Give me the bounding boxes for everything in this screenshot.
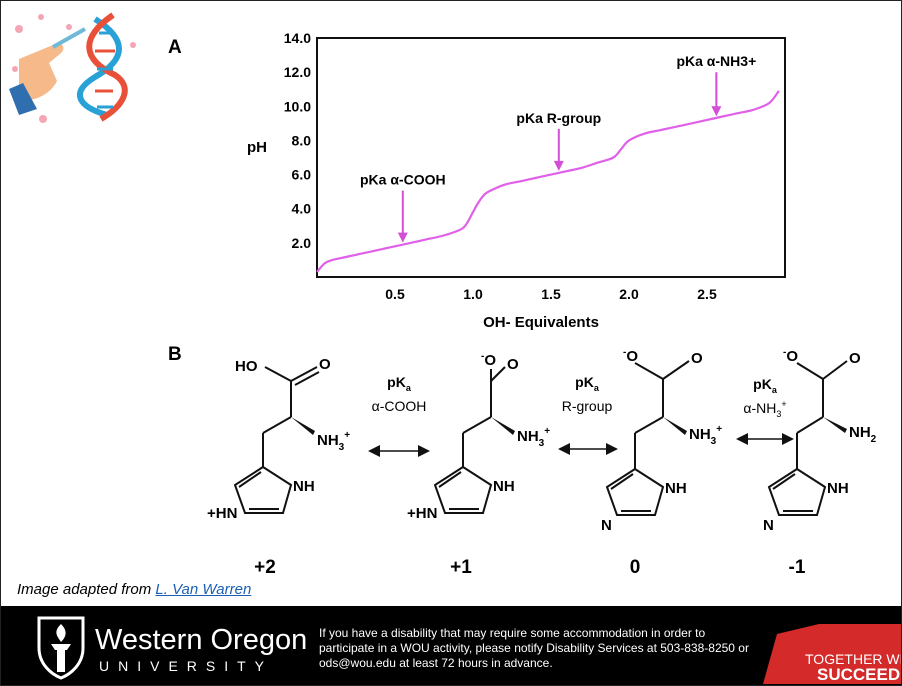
atom-o: O xyxy=(319,356,331,373)
y-tick-label-6: 14.0 xyxy=(284,30,311,46)
atom-hn-plus: +HN xyxy=(207,505,237,522)
atom-nh3: NH3+ xyxy=(317,430,350,453)
atom-n: N xyxy=(763,517,774,534)
tagline-line-1: TOGETHER WE xyxy=(805,651,902,667)
tagline-banner: TOGETHER WE SUCCEED xyxy=(763,624,902,684)
x-tick-label-2: 1.5 xyxy=(541,286,561,302)
annotation-arrowhead-1 xyxy=(553,160,564,171)
y-tick-label-0: 2.0 xyxy=(292,235,312,251)
x-tick-label-3: 2.0 xyxy=(619,286,639,302)
atom-nh: NH xyxy=(665,480,687,497)
credit-prefix: Image adapted from xyxy=(17,581,156,598)
atom-o-minus: -O xyxy=(623,347,638,365)
torch-logo-icon xyxy=(37,616,85,680)
charge-minus-1: -1 xyxy=(789,557,806,578)
equilibrium-2: pKa R-group xyxy=(558,374,618,455)
titration-curve xyxy=(316,90,780,273)
molecule-zero: -O O NH3+ NH N 0 xyxy=(601,347,722,578)
eq2-line2: R-group xyxy=(562,398,613,414)
atom-nh3: NH3+ xyxy=(689,424,722,447)
annotation-arrowhead-2 xyxy=(711,106,722,117)
atom-nh: NH xyxy=(827,480,849,497)
annotation-label-0: pKa α-COOH xyxy=(360,172,446,188)
atom-nh: NH xyxy=(293,478,315,495)
disability-notice: If you have a disability that may requir… xyxy=(319,626,749,670)
molecule-plus-1: -O O NH3+ NH +HN +1 xyxy=(407,351,550,578)
x-axis-label: OH- Equivalents xyxy=(483,314,599,331)
x-tick-label-1: 1.0 xyxy=(463,286,483,302)
eq1-line2: α-COOH xyxy=(372,398,427,414)
x-tick-label-4: 2.5 xyxy=(697,286,717,302)
annotation-arrowhead-0 xyxy=(397,232,408,243)
footer: Western Oregon UNIVERSITY If you have a … xyxy=(1,606,902,685)
plot-frame xyxy=(316,37,786,278)
charge-plus-2: +2 xyxy=(254,557,276,578)
y-tick-label-2: 6.0 xyxy=(292,167,312,183)
charge-zero: 0 xyxy=(630,557,641,578)
dna-hand-illustration xyxy=(9,12,136,123)
eq3-line2: α-NH3+ xyxy=(743,399,786,419)
atom-n: N xyxy=(601,517,612,534)
brand-sub: UNIVERSITY xyxy=(99,658,274,674)
eq1-line1: pKa xyxy=(387,374,412,393)
tagline-line-2: SUCCEED xyxy=(817,665,900,684)
annotation-label-2: pKa α-NH3+ xyxy=(676,53,756,69)
y-axis-label: pH xyxy=(247,139,267,156)
equilibrium-3: pKa α-NH3+ xyxy=(736,376,794,445)
atom-nh: NH xyxy=(493,478,515,495)
y-tick-label-3: 8.0 xyxy=(292,132,312,148)
atom-o-minus: -O xyxy=(481,351,496,369)
y-tick-label-1: 4.0 xyxy=(292,201,312,217)
brand-name: Western Oregon xyxy=(95,624,308,656)
atom-nh2: NH2 xyxy=(849,424,877,445)
molecule-plus-2: HO O NH3+ NH +HN +2 xyxy=(207,356,350,578)
y-tick-label-5: 12.0 xyxy=(284,64,311,80)
eq3-line1: pKa xyxy=(753,376,778,395)
molecule-minus-1: -O O NH2 NH N -1 xyxy=(763,347,877,578)
credit-link[interactable]: L. Van Warren xyxy=(155,581,252,598)
y-tick-label-4: 10.0 xyxy=(284,98,311,114)
annotation-label-1: pKa R-group xyxy=(516,110,601,126)
atom-o: O xyxy=(507,356,519,373)
atom-o: O xyxy=(691,350,703,367)
panel-b-label: B xyxy=(168,344,182,365)
atom-nh3: NH3+ xyxy=(517,426,550,449)
atom-ho: HO xyxy=(235,358,258,375)
atom-hn-plus: +HN xyxy=(407,505,437,522)
atom-o: O xyxy=(849,350,861,367)
titration-chart: pH OH- Equivalents 2.0 4.0 6.0 8.0 10.0 12.0 1… xyxy=(247,30,786,331)
panel-a-label: A xyxy=(168,37,182,58)
atom-o-minus: -O xyxy=(783,347,798,365)
charge-plus-1: +1 xyxy=(450,557,472,578)
x-tick-label-0: 0.5 xyxy=(385,286,405,302)
image-credit: Image adapted from L. Van Warren xyxy=(17,581,251,598)
equilibrium-1: pKa α-COOH xyxy=(368,374,430,457)
eq2-line1: pKa xyxy=(575,374,600,393)
histidine-structures: HO O NH3+ NH +HN +2 pKa α-COOH -O O xyxy=(207,347,877,578)
